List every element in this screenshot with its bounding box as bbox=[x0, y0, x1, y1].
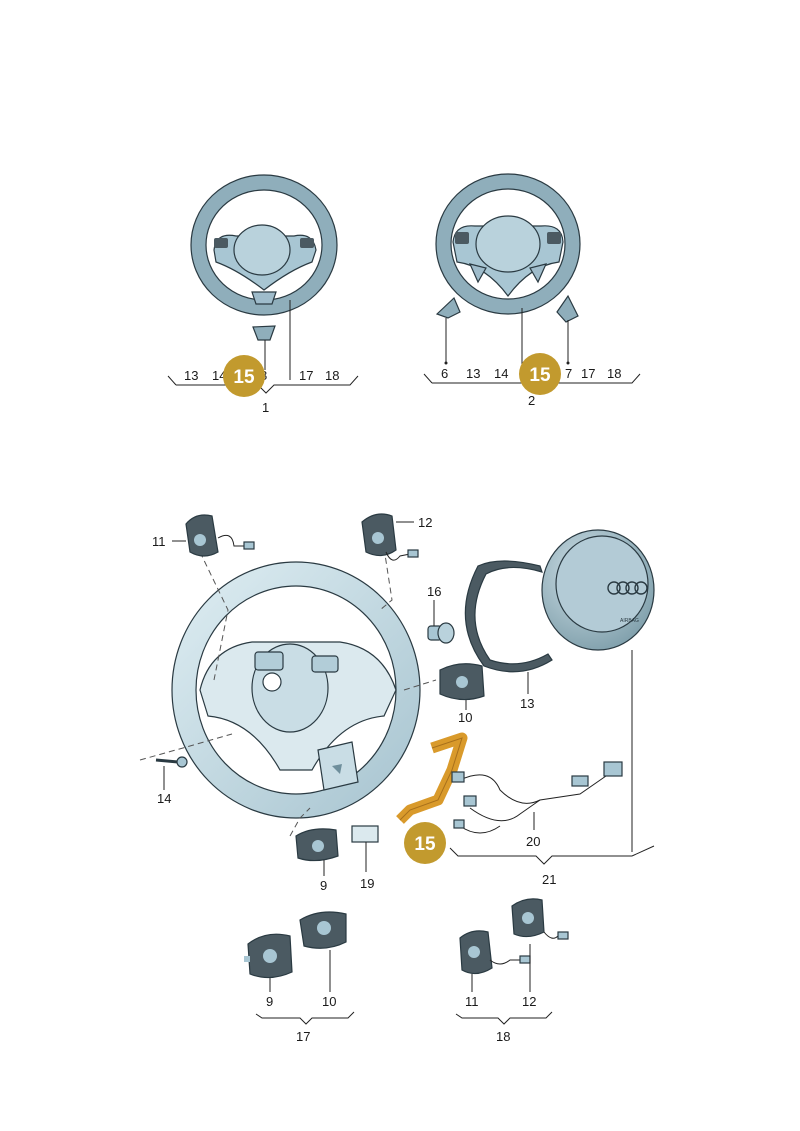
callout-bottom-11: 11 bbox=[465, 994, 479, 1009]
callout-17: 17 bbox=[299, 368, 313, 383]
trim-ring-part-13 bbox=[464, 560, 553, 673]
callout-bottom-12: 12 bbox=[522, 994, 536, 1009]
callout-14b: 14 bbox=[494, 366, 508, 381]
highlight-badge-main: 15 bbox=[404, 822, 446, 864]
callout-main-19: 19 bbox=[360, 876, 374, 891]
callout-bottom-9: 9 bbox=[266, 994, 273, 1009]
badge-circle bbox=[519, 353, 561, 395]
trim-cover-part-8 bbox=[252, 325, 276, 341]
switch-part-9 bbox=[295, 828, 339, 862]
callout-main-13: 13 bbox=[520, 696, 534, 711]
callout-18: 18 bbox=[325, 368, 339, 383]
badge-label: 15 bbox=[414, 834, 436, 855]
group-label-18: 18 bbox=[496, 1029, 510, 1044]
highlight-badge-top-right: 15 bbox=[519, 353, 561, 395]
screw-part-14 bbox=[155, 756, 188, 768]
callout-13: 13 bbox=[184, 368, 198, 383]
callout-main-20: 20 bbox=[526, 834, 540, 849]
callout-14: 14 bbox=[212, 368, 226, 383]
switch-part-10 bbox=[439, 663, 485, 701]
callout-main-12: 12 bbox=[418, 515, 432, 530]
callout-7: 7 bbox=[565, 366, 572, 381]
steering-wheel-2 bbox=[435, 173, 581, 315]
group-label-1: 1 bbox=[262, 400, 269, 415]
bracket-21 bbox=[449, 845, 655, 865]
switch-set-17 bbox=[244, 911, 347, 979]
audi-rings-logo bbox=[607, 581, 648, 595]
switch-set-18 bbox=[459, 898, 569, 975]
airbag-unit: AIRBAG bbox=[541, 529, 655, 651]
steering-wheel-1 bbox=[190, 174, 338, 316]
callout-main-21: 21 bbox=[542, 872, 556, 887]
badge-label: 15 bbox=[233, 367, 255, 388]
group-label-2: 2 bbox=[528, 393, 535, 408]
callout-18b: 18 bbox=[607, 366, 621, 381]
callout-main-10: 10 bbox=[458, 710, 472, 725]
paddle-right-part-7 bbox=[556, 294, 579, 323]
callout-6: 6 bbox=[441, 366, 448, 381]
bolt-part-16 bbox=[427, 622, 455, 644]
wiring-harness-part-20 bbox=[451, 761, 623, 834]
highlight-badge-top-left: 15 bbox=[223, 355, 265, 397]
callout-13b: 13 bbox=[466, 366, 480, 381]
callout-17b: 17 bbox=[581, 366, 595, 381]
airbag-logo-text: AIRBAG bbox=[620, 618, 639, 624]
callout-main-14: 14 bbox=[157, 791, 171, 806]
switch-part-11 bbox=[185, 514, 255, 557]
flex-cable-part-15 bbox=[396, 732, 468, 824]
badge-circle bbox=[404, 822, 446, 864]
callout-main-16: 16 bbox=[427, 584, 441, 599]
group-label-17: 17 bbox=[296, 1029, 310, 1044]
callout-bottom-10: 10 bbox=[322, 994, 336, 1009]
plate-part-19 bbox=[351, 825, 379, 843]
callout-main-9: 9 bbox=[320, 878, 327, 893]
paddle-left-part-6 bbox=[435, 296, 461, 319]
switch-part-12 bbox=[361, 513, 419, 561]
callout-main-11: 11 bbox=[152, 534, 166, 549]
badge-circle bbox=[223, 355, 265, 397]
main-steering-wheel bbox=[171, 561, 421, 819]
badge-label: 15 bbox=[529, 365, 551, 386]
assembly-dashed-lines bbox=[139, 547, 437, 837]
